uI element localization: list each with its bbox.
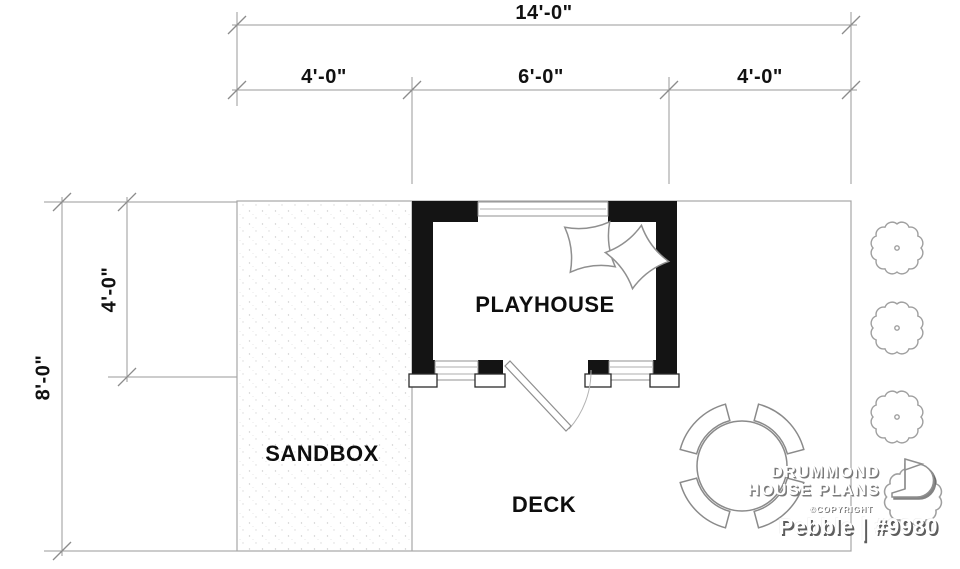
chair-icon: [679, 477, 731, 529]
dimension-label-total-width: 14'-0": [515, 2, 573, 24]
door-leaf: [504, 360, 572, 432]
room-label-playhouse: PLAYHOUSE: [475, 292, 615, 317]
sandbox-texture: [238, 202, 411, 550]
round-table-icon: [696, 420, 788, 512]
post-footings: [408, 373, 680, 388]
dimension-label-total-height: 8'-0": [32, 354, 55, 401]
plan-identifier: Pebble|#9980: [778, 512, 938, 541]
door-swing-arc: [568, 369, 592, 430]
window-icon: [434, 360, 479, 381]
dimension-label-segment-mid: 6'-0": [518, 66, 564, 88]
pillows: [563, 220, 671, 291]
watermark-brand: DRUMMOND HOUSE PLANS: [748, 464, 880, 500]
window-icon: [608, 360, 654, 381]
bush-icon: [870, 221, 924, 275]
room-label-sandbox: SANDBOX: [265, 441, 379, 466]
door-icon: [504, 360, 592, 432]
window-icon: [477, 201, 609, 217]
room-label-deck: DECK: [511, 492, 577, 517]
chair-icon: [753, 403, 805, 455]
bush-icon: [870, 390, 924, 444]
table-set: [679, 403, 805, 529]
pillow-icon: [563, 220, 617, 274]
landscaping-bushes: [870, 221, 943, 527]
playhouse-windows: [434, 201, 654, 381]
dimension-label-height-segment: 4'-0": [98, 266, 121, 313]
chair-icon: [679, 403, 731, 455]
bush-icon: [870, 301, 924, 355]
watermark-copyright: ©COPYRIGHT: [809, 505, 873, 514]
watermark-brand-line1: DRUMMOND: [771, 464, 880, 481]
pillow-icon: [603, 223, 671, 291]
plan-name: Pebble: [778, 514, 854, 539]
plan-separator: |: [860, 512, 868, 541]
chair-icon: [753, 477, 805, 529]
dimension-label-segment-right: 4'-0": [737, 66, 783, 88]
drummond-logo-icon: [891, 457, 935, 498]
dimension-tick-marks: [52, 15, 861, 561]
plan-number: #9980: [874, 514, 938, 539]
dimension-label-segment-left: 4'-0": [301, 66, 347, 88]
watermark-brand-line2: HOUSE PLANS: [747, 482, 880, 499]
